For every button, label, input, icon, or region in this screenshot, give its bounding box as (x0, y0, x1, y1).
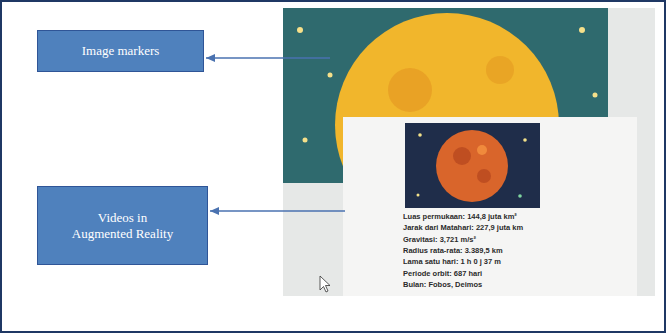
planet-fact: Gravitasi: 3,721 m/s² (403, 236, 476, 244)
label-box: Videos in Augmented Reality (37, 186, 208, 265)
planet-fact: Periode orbit: 687 hari (403, 270, 482, 278)
planet-fact: Bulan: Fobos, Deimos (403, 281, 482, 289)
photo (283, 8, 655, 296)
label-box: Image markers (37, 30, 204, 72)
leader-arrow (206, 57, 330, 59)
box-label: Videos in Augmented Reality (68, 210, 177, 241)
planet-fact: Radius rata-rata: 3.389,5 km (403, 247, 503, 255)
box-label: Image markers (82, 43, 160, 59)
planet-fact: Luas permukaan: 144,8 juta km² (403, 213, 517, 221)
planet-fact: Jarak dari Matahari: 227,9 juta km (403, 224, 523, 232)
leader-arrow (210, 210, 345, 212)
planet-fact: Lama satu hari: 1 h 0 j 37 m (403, 258, 501, 266)
